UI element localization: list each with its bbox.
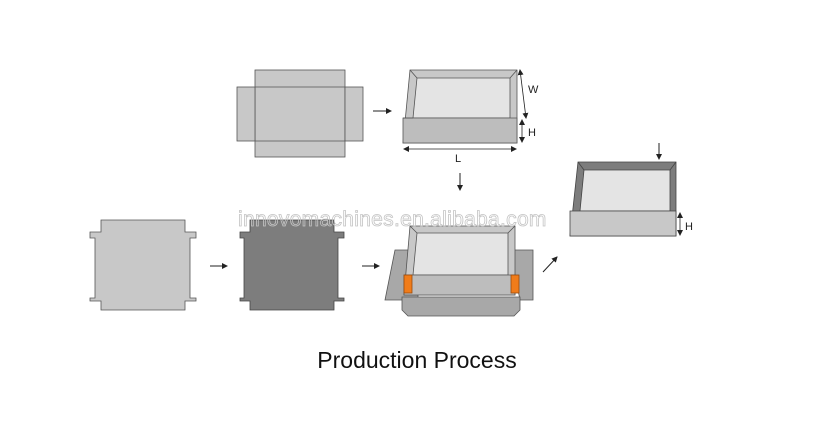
diagram-title: Production Process xyxy=(317,347,517,373)
corner-tape-right xyxy=(510,274,520,294)
height-label: H xyxy=(528,127,536,139)
width-dimension: W xyxy=(517,69,539,119)
height-final-label: H xyxy=(685,221,693,233)
notched-blank-light xyxy=(89,219,197,311)
arrow-diagonal-icon xyxy=(542,256,558,273)
folded-box-with-dimensions xyxy=(402,69,518,144)
box-wrapping-with-corner-tape xyxy=(384,225,534,317)
watermark-text: innovomachines.en.alibaba.com xyxy=(238,208,547,231)
height-dimension-final: H xyxy=(677,212,693,236)
corner-tape-left xyxy=(403,274,413,294)
length-label: L xyxy=(455,153,461,165)
width-label: W xyxy=(528,84,539,96)
height-dimension: H xyxy=(519,119,536,143)
length-dimension: L xyxy=(403,146,517,165)
notched-blank-dark xyxy=(239,219,345,311)
flat-box-blank xyxy=(236,69,364,158)
finished-box xyxy=(569,161,677,237)
